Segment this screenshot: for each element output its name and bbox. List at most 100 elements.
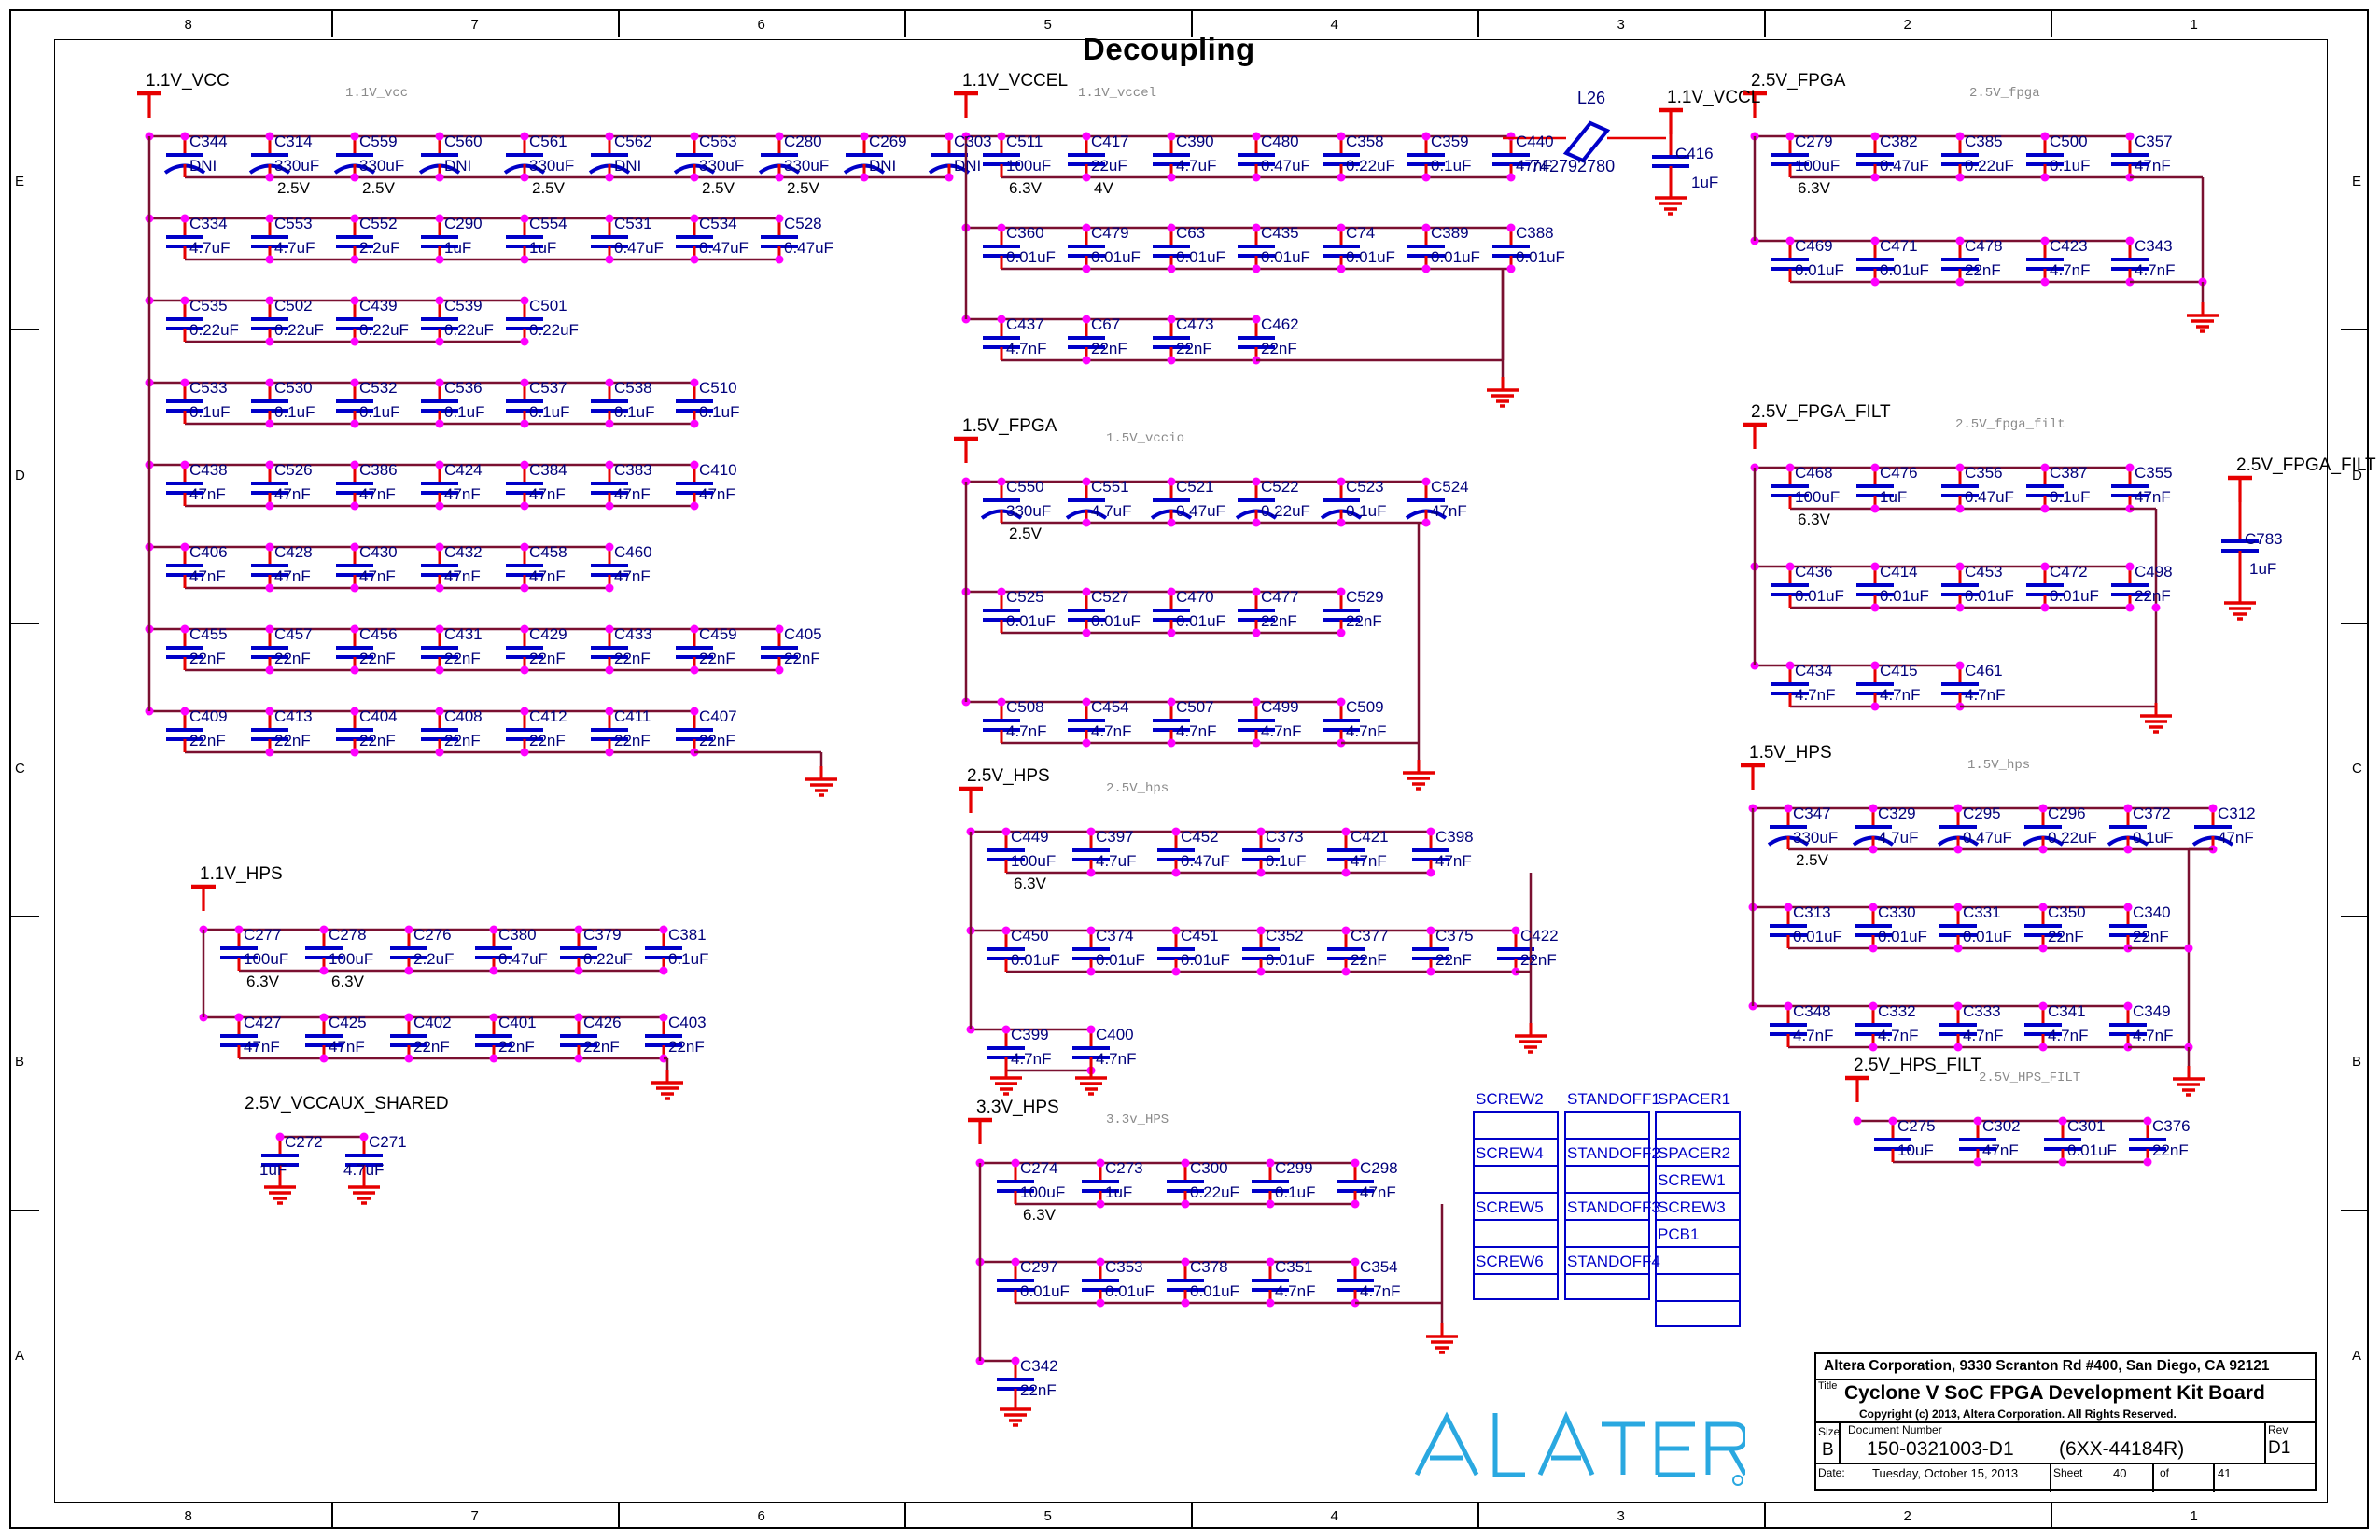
capacitor-refdes: C552 (359, 215, 398, 232)
capacitor-value: 0.47uF (1880, 157, 1929, 175)
capacitor-refdes: C410 (699, 461, 737, 479)
capacitor-value: 0.01uF (1176, 612, 1225, 630)
capacitor-refdes: C411 (614, 707, 651, 725)
capacitor-refdes: C385 (1965, 133, 2003, 150)
zone-column-label: 1 (2190, 1508, 2198, 1524)
capacitor-refdes: C451 (1181, 927, 1219, 945)
title-block-divider (2213, 1463, 2215, 1492)
capacitor-value: 0.1uF (699, 403, 740, 421)
capacitor-value: 1uF (1105, 1183, 1133, 1201)
capacitor-refdes: C372 (2133, 805, 2171, 822)
netname-hpsfilt: 2.5V_HPS_FILT (1979, 1071, 2081, 1085)
docnum-value: 150-0321003-D1 (1867, 1438, 2014, 1460)
netname-vccel: 1.1V_vccel (1078, 86, 1157, 101)
capacitor-refdes: C509 (1346, 698, 1384, 716)
capacitor-value: 1uF (1880, 488, 1908, 506)
mechanical-part-label: SCREW5 (1476, 1198, 1544, 1216)
capacitor-refdes: C415 (1880, 662, 1918, 679)
capacitor-value: 0.01uF (1020, 1282, 1070, 1300)
zone-column-label: 3 (1617, 1508, 1625, 1524)
capacitor-value: 0.01uF (1346, 248, 1395, 266)
capacitor-value: 47nF (1435, 852, 1472, 870)
capacitor-value: 0.1uF (2133, 829, 2174, 847)
capacitor-value: 47nF (699, 485, 735, 503)
frame-tick (904, 1503, 906, 1529)
capacitor-refdes: C529 (1346, 588, 1384, 606)
sheet-inner-border (54, 39, 2328, 1503)
capacitor-refdes: C562 (614, 133, 652, 150)
zone-column-label: 6 (757, 1508, 765, 1524)
frame-tick (2341, 329, 2369, 331)
frame-tick (331, 1503, 333, 1529)
capacitor-value: 22nF (1261, 340, 1297, 357)
capacitor-value: 0.1uF (189, 403, 231, 421)
capacitor-value: 330uF (699, 157, 745, 175)
capacitor-refdes: C276 (413, 926, 452, 944)
capacitor-value: 47nF (189, 567, 226, 585)
capacitor-value: 0.47uF (699, 239, 749, 257)
frame-tick (618, 1503, 620, 1529)
capacitor-value: 4.7uF (343, 1161, 385, 1179)
capacitor-refdes: C350 (2048, 903, 2086, 921)
mechanical-part-label: STANDOFF2 (1567, 1144, 1660, 1162)
capacitor-refdes: C382 (1880, 133, 1918, 150)
capacitor-value: DNI (189, 157, 217, 175)
capacitor-value: 22nF (583, 1038, 620, 1056)
capacitor-value: 0.01uF (1181, 951, 1230, 969)
capacitor-refdes: C334 (189, 215, 228, 232)
mechanical-part-label: PCB1 (1658, 1225, 1700, 1243)
board-title: Cyclone V SoC FPGA Development Kit Board (1844, 1382, 2265, 1404)
capacitor-refdes: C343 (2135, 237, 2173, 255)
capacitor-voltage: 2.5V (1009, 525, 1042, 542)
title-label: Title (1818, 1380, 1838, 1392)
capacitor-value: 1uF (259, 1161, 287, 1179)
capacitor-value: DNI (869, 157, 897, 175)
capacitor-refdes: C342 (1020, 1357, 1058, 1375)
capacitor-value: 0.1uF (2050, 488, 2091, 506)
capacitor-value: 22nF (2133, 928, 2169, 945)
mechanical-box-divider (1655, 1246, 1741, 1248)
capacitor-value: 47nF (1982, 1141, 2019, 1159)
net-label-vcc: 1.1V_VCC (146, 71, 230, 91)
sheet-total: 41 (2218, 1466, 2232, 1480)
capacitor-value: 47nF (359, 485, 396, 503)
capacitor-refdes: C271 (369, 1133, 407, 1151)
capacitor-refdes: C457 (274, 625, 313, 643)
capacitor-refdes: C383 (614, 461, 652, 479)
capacitor-refdes: C471 (1880, 237, 1918, 255)
capacitor-value: 0.01uF (1431, 248, 1480, 266)
capacitor-refdes: C387 (2050, 464, 2088, 482)
capacitor-refdes: C375 (1435, 927, 1474, 945)
capacitor-refdes: C314 (274, 133, 313, 150)
capacitor-refdes: C300 (1190, 1159, 1228, 1177)
capacitor-refdes: C301 (2067, 1117, 2106, 1135)
title-block-divider (1839, 1421, 1841, 1463)
capacitor-refdes: C352 (1266, 927, 1304, 945)
capacitor-refdes: C331 (1963, 903, 2001, 921)
capacitor-value: 330uF (1006, 502, 1052, 520)
mechanical-box-divider (1655, 1219, 1741, 1221)
capacitor-refdes: C356 (1965, 464, 2003, 482)
capacitor-value: 0.01uF (1105, 1282, 1155, 1300)
capacitor-value: 0.1uF (1346, 502, 1387, 520)
capacitor-voltage: 2.5V (362, 179, 395, 197)
capacitor-refdes: C439 (359, 297, 398, 315)
net-label-vccio15: 1.5V_FPGA (962, 416, 1057, 436)
inductor-refdes: L26 (1577, 89, 1606, 107)
capacitor-refdes: C408 (444, 707, 483, 725)
capacitor-refdes: C373 (1266, 828, 1304, 846)
capacitor-value: 0.22uF (1346, 157, 1395, 175)
capacitor-refdes: C423 (2050, 237, 2088, 255)
mechanical-box-divider (1564, 1273, 1650, 1275)
capacitor-refdes: C355 (2135, 464, 2173, 482)
zone-row-label: D (2352, 467, 2362, 483)
capacitor-value: 0.1uF (1431, 157, 1472, 175)
frame-tick (1764, 1503, 1766, 1529)
capacitor-refdes: C510 (699, 379, 737, 397)
capacitor-refdes: C462 (1261, 315, 1299, 333)
capacitor-refdes: C539 (444, 297, 483, 315)
capacitor-value: 22nF (1091, 340, 1127, 357)
capacitor-value: 330uF (529, 157, 575, 175)
capacitor-value: 0.1uF (614, 403, 655, 421)
frame-tick (11, 916, 39, 918)
